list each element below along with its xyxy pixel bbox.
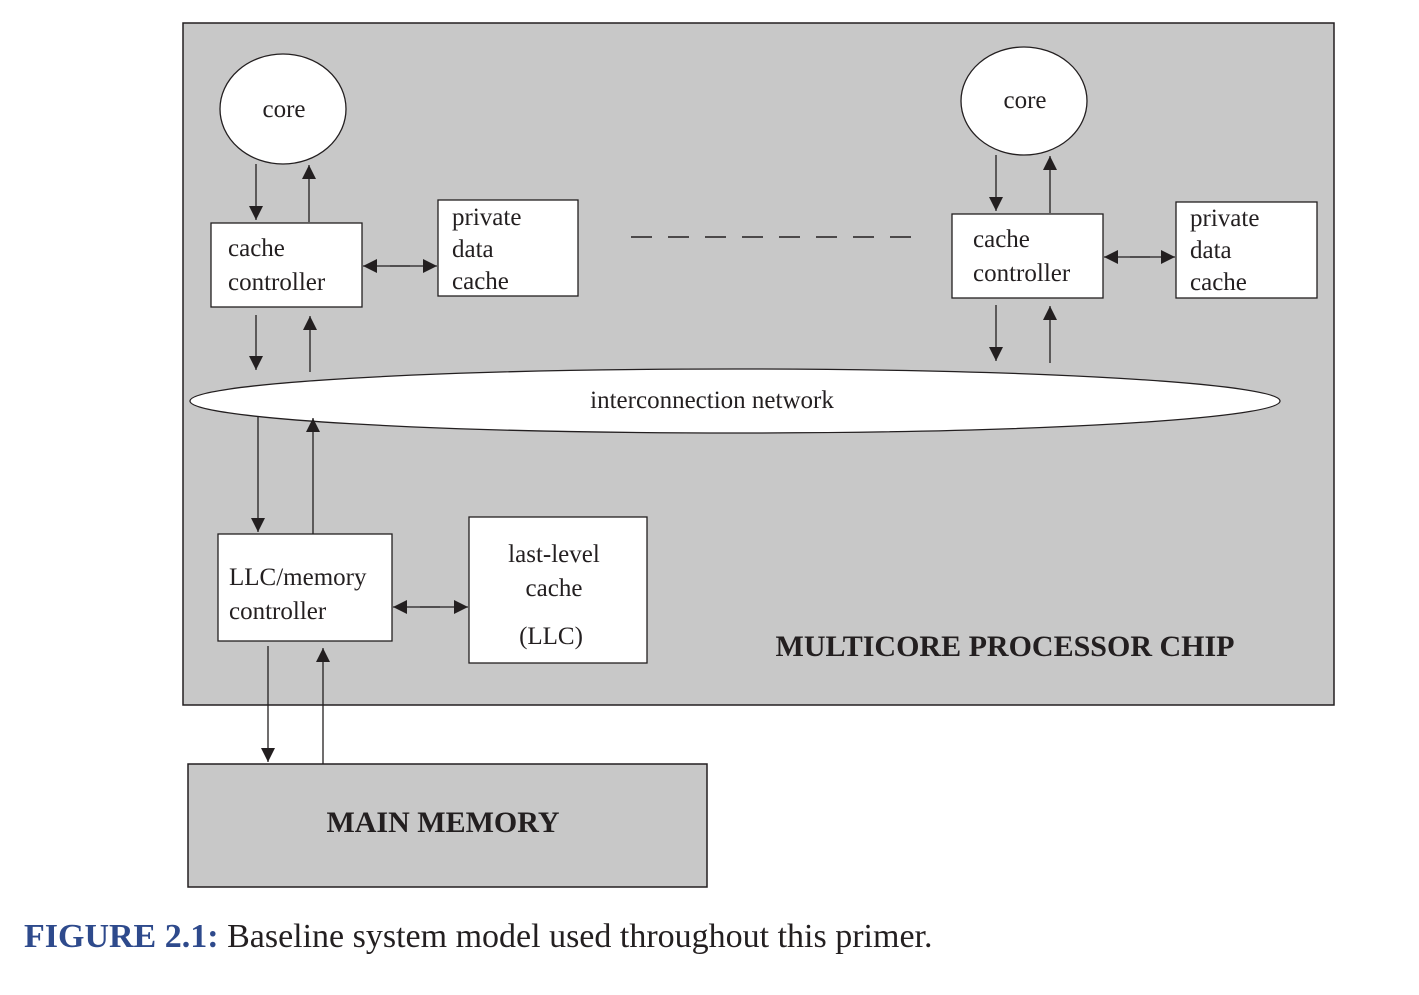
interconnection-network (189, 368, 1281, 434)
right-pdc-label-2: data (1190, 237, 1232, 264)
llc-ctrl-label-2: controller (229, 598, 327, 625)
left-cc-label-2: controller (228, 269, 326, 296)
left-pdc-label-1: private (452, 204, 521, 231)
chip-label: MULTICORE PROCESSOR CHIP (776, 630, 1235, 663)
right-cc-label-1: cache (973, 226, 1030, 253)
figure-caption: FIGURE 2.1: Baseline system model used t… (24, 918, 932, 956)
figure-caption-text: Baseline system model used throughout th… (218, 918, 933, 955)
left-core (219, 53, 347, 165)
right-core (960, 46, 1088, 156)
llc-ctrl-label-1: LLC/memory (229, 564, 367, 591)
right-pdc-label-1: private (1190, 205, 1259, 232)
left-cache-controller (210, 222, 363, 308)
right-pdc-label-3: cache (1190, 269, 1247, 296)
llc-label-3: (LLC) (519, 623, 583, 650)
last-level-cache (468, 516, 648, 664)
left-pdc-label-3: cache (452, 268, 509, 295)
main-memory-label: MAIN MEMORY (326, 806, 559, 839)
left-private-data-cache (437, 199, 579, 297)
llc-label-1: last-level (508, 541, 600, 568)
right-cache-controller (951, 213, 1104, 299)
right-cc-label-2: controller (973, 260, 1071, 287)
left-cc-label-1: cache (228, 235, 285, 262)
left-core-label: core (262, 96, 305, 123)
right-core-label: core (1003, 87, 1046, 114)
llc-memory-controller (217, 533, 393, 642)
main-memory (187, 763, 708, 888)
system-diagram: core cache controller private data cache… (182, 22, 1335, 888)
figure-number: FIGURE 2.1: (24, 918, 219, 955)
llc-label-2: cache (526, 575, 583, 602)
right-private-data-cache (1175, 201, 1318, 299)
interconnect-label: interconnection network (590, 387, 834, 414)
left-pdc-label-2: data (452, 236, 494, 263)
